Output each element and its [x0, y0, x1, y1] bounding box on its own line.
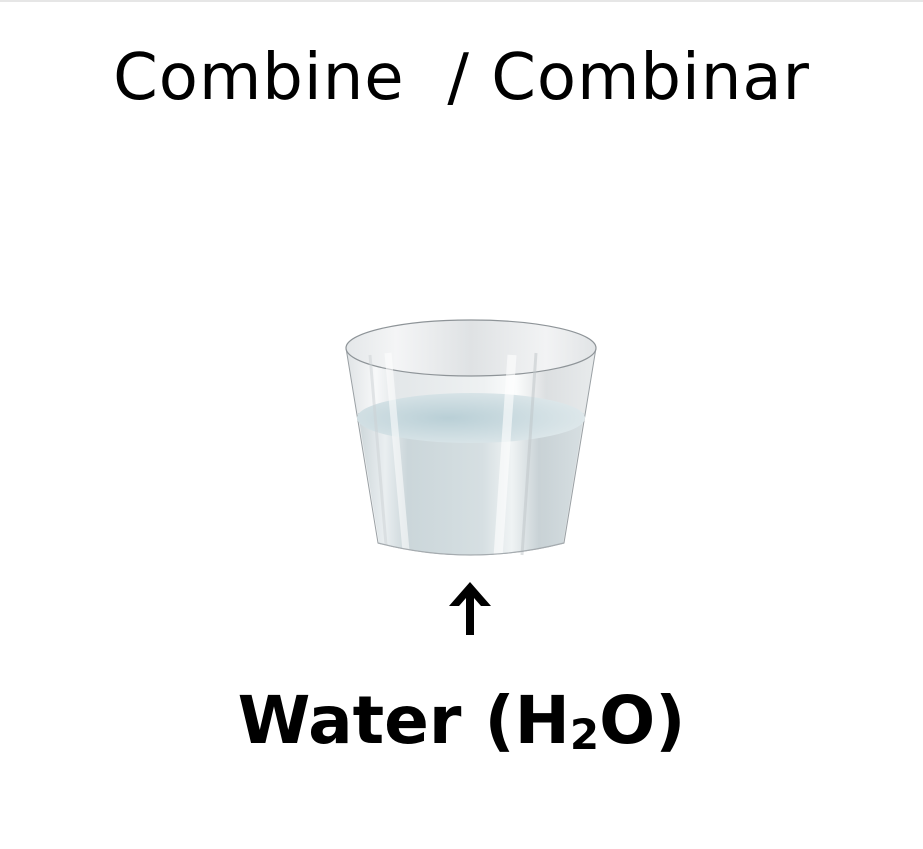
water-label-suffix: O) [599, 682, 686, 759]
arrow-up-icon [449, 582, 491, 635]
water-label-subscript: 2 [569, 710, 600, 759]
water-label-prefix: Water (H [237, 682, 570, 759]
top-divider [0, 0, 923, 2]
water-glass-icon [345, 319, 597, 558]
page-title: Combine / Combinar [113, 41, 810, 115]
water-label: Water (H2O) [0, 688, 923, 756]
